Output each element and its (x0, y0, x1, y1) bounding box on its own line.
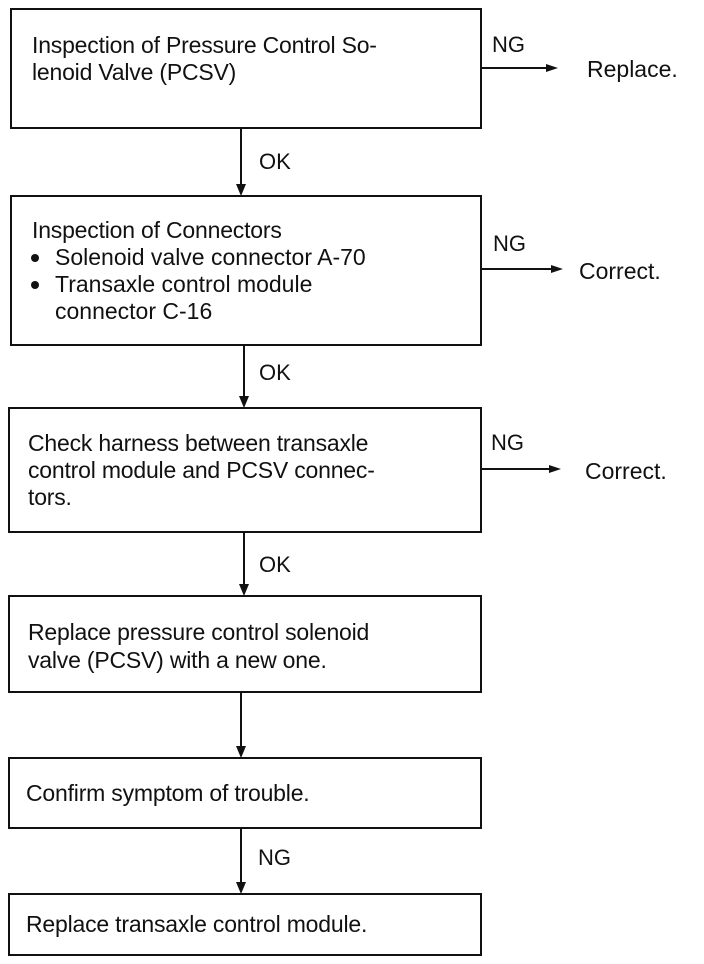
step-text-line: Confirm symptom of trouble. (26, 780, 310, 806)
arrowhead-down-3 (239, 584, 249, 596)
step-box-replace-tcm: Replace transaxle control module. (8, 893, 482, 956)
connector-list-item: Transaxle control module connector C-16 (25, 271, 366, 325)
step-text-line: valve (PCSV) with a new one. (28, 647, 327, 673)
step-title: Inspection of Connectors (32, 217, 282, 243)
arrowhead-right-1 (546, 64, 558, 72)
step-box-harness-check: Check harness between transaxle control … (8, 407, 482, 533)
arrowhead-down-2 (239, 396, 249, 408)
step-box-replace-pcsv: Replace pressure control solenoid valve … (8, 595, 482, 693)
step-box-confirm-symptom: Confirm symptom of trouble. (8, 757, 482, 829)
connector-list-item: Solenoid valve connector A-70 (25, 244, 366, 271)
arrowhead-right-2 (551, 265, 563, 273)
ng-label: NG (491, 430, 524, 455)
ng-label: NG (258, 845, 291, 870)
ng-label: NG (493, 231, 526, 256)
ok-label: OK (259, 552, 291, 577)
arrowhead-down-4 (236, 746, 246, 758)
arrowhead-down-1 (236, 184, 246, 196)
arrowhead-right-3 (549, 465, 561, 473)
step-box-connector-inspection: Inspection of Connectors Solenoid valve … (10, 195, 482, 346)
step-text-line: Replace transaxle control module. (26, 911, 368, 937)
branch-result: Correct. (579, 258, 661, 284)
branch-result: Replace. (587, 56, 678, 82)
connector-list: Solenoid valve connector A-70 Transaxle … (25, 244, 366, 325)
branch-result: Correct. (585, 458, 667, 484)
arrowhead-down-5 (236, 882, 246, 894)
step-text-line: tors. (28, 484, 72, 510)
step-box-pcsv-inspection: Inspection of Pressure Control So- lenoi… (10, 8, 482, 129)
ok-label: OK (259, 149, 291, 174)
step-text-line: control module and PCSV connec- (28, 457, 375, 483)
step-text-line: Replace pressure control solenoid (28, 619, 370, 645)
ok-label: OK (259, 360, 291, 385)
step-text-line: lenoid Valve (PCSV) (32, 59, 237, 85)
step-text-line: Inspection of Pressure Control So- (32, 32, 377, 58)
ng-label: NG (492, 32, 525, 57)
step-text-line: Check harness between transaxle (28, 430, 369, 456)
